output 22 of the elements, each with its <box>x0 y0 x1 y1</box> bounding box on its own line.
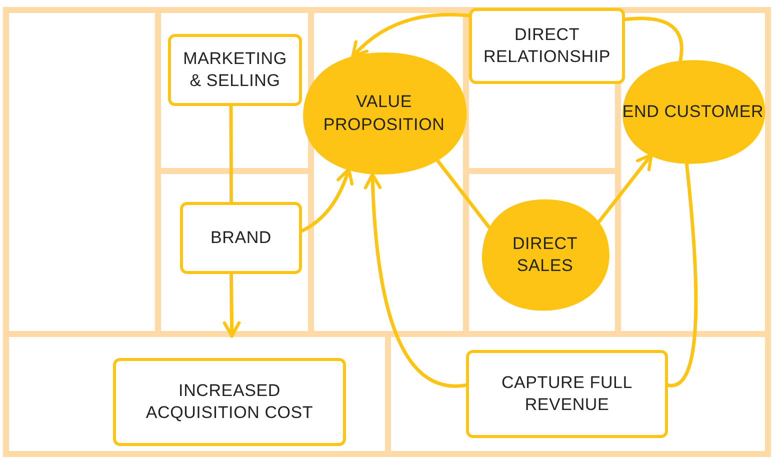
node-label: DIRECT SALES <box>511 232 579 277</box>
node-label: CAPTURE FULL REVENUE <box>500 372 634 416</box>
node-label: BRAND <box>209 226 272 249</box>
node-label: END CUSTOMER <box>621 100 765 123</box>
process-box <box>113 358 346 446</box>
connector-line <box>623 16 684 62</box>
arrow <box>351 12 471 58</box>
arrow <box>300 168 354 233</box>
node-label: MARKETING & SELLING <box>182 48 288 92</box>
arrow <box>596 153 654 224</box>
arrow <box>364 172 468 388</box>
node-label: VALUE PROPOSITION <box>322 91 446 136</box>
node-label: DIRECT RELATIONSHIP <box>482 24 612 68</box>
process-box <box>469 8 625 84</box>
process-box <box>180 202 302 274</box>
process-box <box>168 34 302 106</box>
arrow <box>222 272 241 338</box>
node-label: INCREASED ACQUISITION COST <box>144 380 314 424</box>
connector-line <box>436 158 490 229</box>
process-box <box>466 350 668 438</box>
connector-line <box>666 162 698 387</box>
connector-line <box>229 104 233 204</box>
